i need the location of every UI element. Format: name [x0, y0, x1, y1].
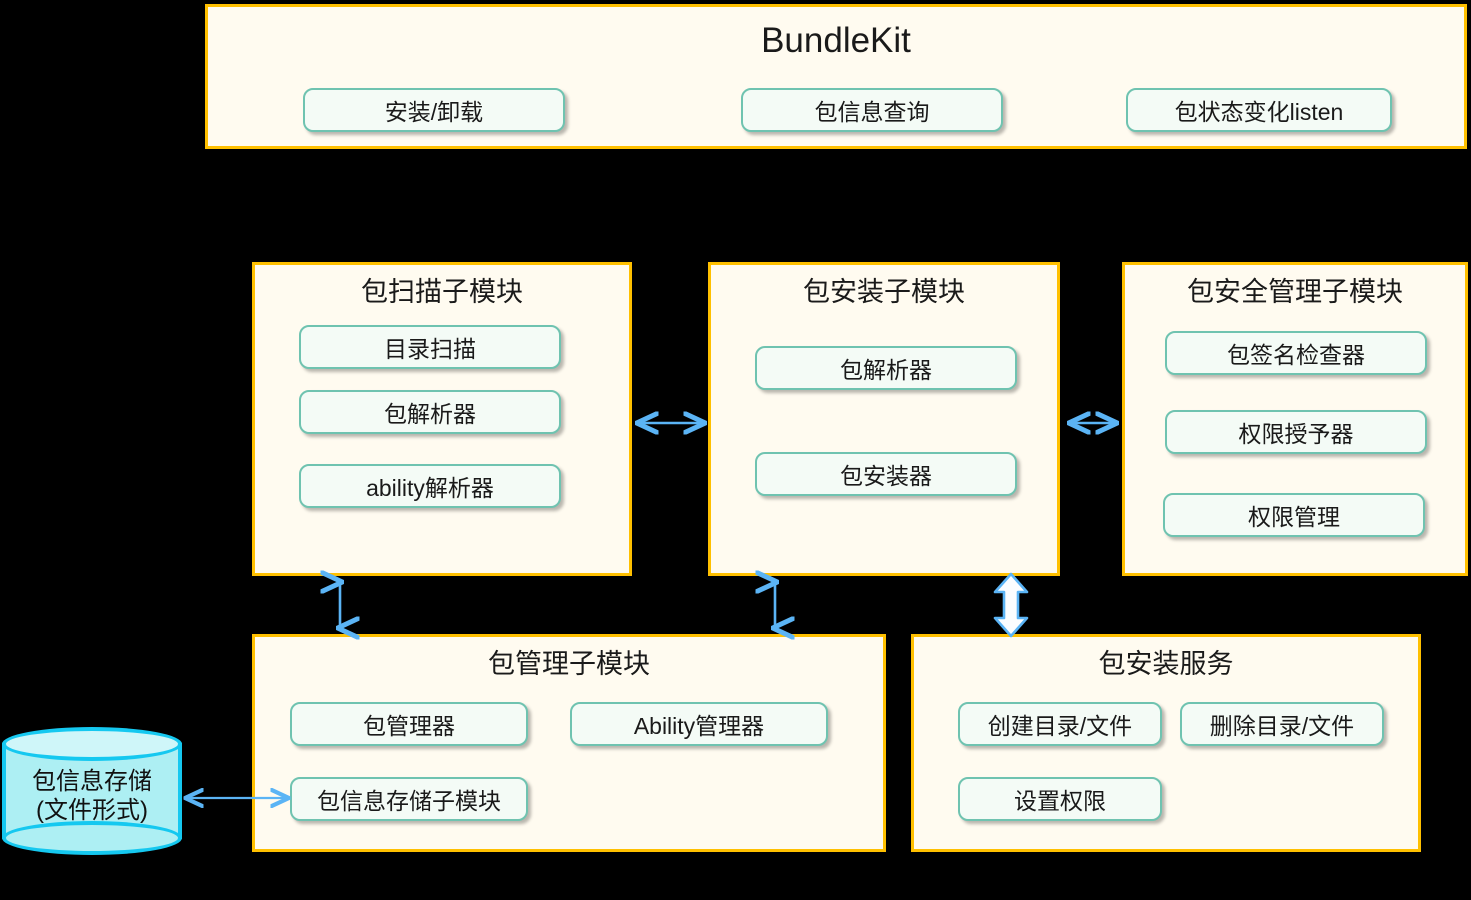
pill-signature-checker[interactable]: 包签名检查器	[1165, 331, 1427, 375]
pill-label: 权限管理	[1248, 504, 1340, 530]
package-info-storage-cylinder: 包信息存储 (文件形式)	[2, 727, 182, 855]
pill-package-state-listen[interactable]: 包状态变化listen	[1126, 88, 1392, 132]
bundlekit-container: BundleKit 安装/卸载 包信息查询 包状态变化listen	[205, 4, 1467, 149]
arrow-storage-to-cylinder	[178, 782, 296, 814]
pill-set-permission[interactable]: 设置权限	[958, 777, 1162, 821]
package-security-submodule: 包安全管理子模块 包签名检查器 权限授予器 权限管理	[1122, 262, 1468, 576]
pill-package-manager[interactable]: 包管理器	[290, 702, 528, 746]
service-module-title: 包安装服务	[1098, 649, 1234, 679]
pill-label: 包安装器	[840, 463, 932, 489]
pill-delete-dir-file[interactable]: 删除目录/文件	[1180, 702, 1384, 746]
arrow-scan-to-manage	[322, 574, 358, 636]
pill-label: 包解析器	[840, 357, 932, 383]
pill-ability-parser[interactable]: ability解析器	[299, 464, 561, 508]
pill-package-info-storage-submodule[interactable]: 包信息存储子模块	[290, 777, 528, 821]
security-module-title: 包安全管理子模块	[1187, 277, 1403, 307]
arrow-install-to-service	[993, 572, 1029, 638]
package-install-service: 包安装服务 创建目录/文件 删除目录/文件 设置权限	[911, 634, 1421, 852]
pill-install-uninstall[interactable]: 安装/卸载	[303, 88, 565, 132]
pill-label: 包状态变化listen	[1174, 99, 1344, 125]
pill-permission-management[interactable]: 权限管理	[1163, 493, 1425, 537]
pill-label: 创建目录/文件	[987, 713, 1133, 739]
scan-module-title: 包扫描子模块	[361, 277, 523, 307]
pill-package-info-query[interactable]: 包信息查询	[741, 88, 1003, 132]
pill-label: 权限授予器	[1238, 421, 1354, 447]
pill-label: Ability管理器	[633, 713, 765, 739]
page-title: BundleKit	[761, 21, 911, 60]
pill-label: 目录扫描	[384, 336, 476, 362]
cylinder-bottom-ellipse	[2, 821, 182, 855]
arrow-scan-to-install	[630, 405, 712, 441]
pill-directory-scan[interactable]: 目录扫描	[299, 325, 561, 369]
manage-module-title: 包管理子模块	[488, 649, 650, 679]
cylinder-top-ellipse	[2, 727, 182, 761]
pill-permission-granter[interactable]: 权限授予器	[1165, 410, 1427, 454]
pill-label: 包解析器	[384, 401, 476, 427]
pill-label: 设置权限	[1014, 788, 1106, 814]
pill-label: ability解析器	[366, 475, 494, 501]
pill-label: 包信息查询	[814, 99, 930, 125]
pill-package-installer[interactable]: 包安装器	[755, 452, 1017, 496]
package-install-submodule: 包安装子模块 包解析器 包安装器	[708, 262, 1060, 576]
pill-label: 安装/卸载	[384, 99, 484, 125]
pill-label: 包签名检查器	[1227, 342, 1365, 368]
pill-package-parser[interactable]: 包解析器	[299, 390, 561, 434]
pill-package-parser[interactable]: 包解析器	[755, 346, 1017, 390]
install-module-title: 包安装子模块	[803, 277, 965, 307]
pill-create-dir-file[interactable]: 创建目录/文件	[958, 702, 1162, 746]
cylinder-label: 包信息存储 (文件形式)	[2, 767, 182, 826]
pill-label: 包信息存储子模块	[317, 788, 501, 814]
arrow-install-to-manage	[757, 574, 793, 636]
arrow-install-to-security	[1062, 405, 1124, 441]
pill-ability-manager[interactable]: Ability管理器	[570, 702, 828, 746]
pill-label: 删除目录/文件	[1209, 713, 1355, 739]
package-manage-submodule: 包管理子模块 包管理器 Ability管理器 包信息存储子模块	[252, 634, 886, 852]
cylinder-label-line2: (文件形式)	[36, 797, 148, 825]
pill-label: 包管理器	[363, 713, 455, 739]
package-scan-submodule: 包扫描子模块 目录扫描 包解析器 ability解析器	[252, 262, 632, 576]
cylinder-label-line1: 包信息存储	[32, 768, 152, 795]
